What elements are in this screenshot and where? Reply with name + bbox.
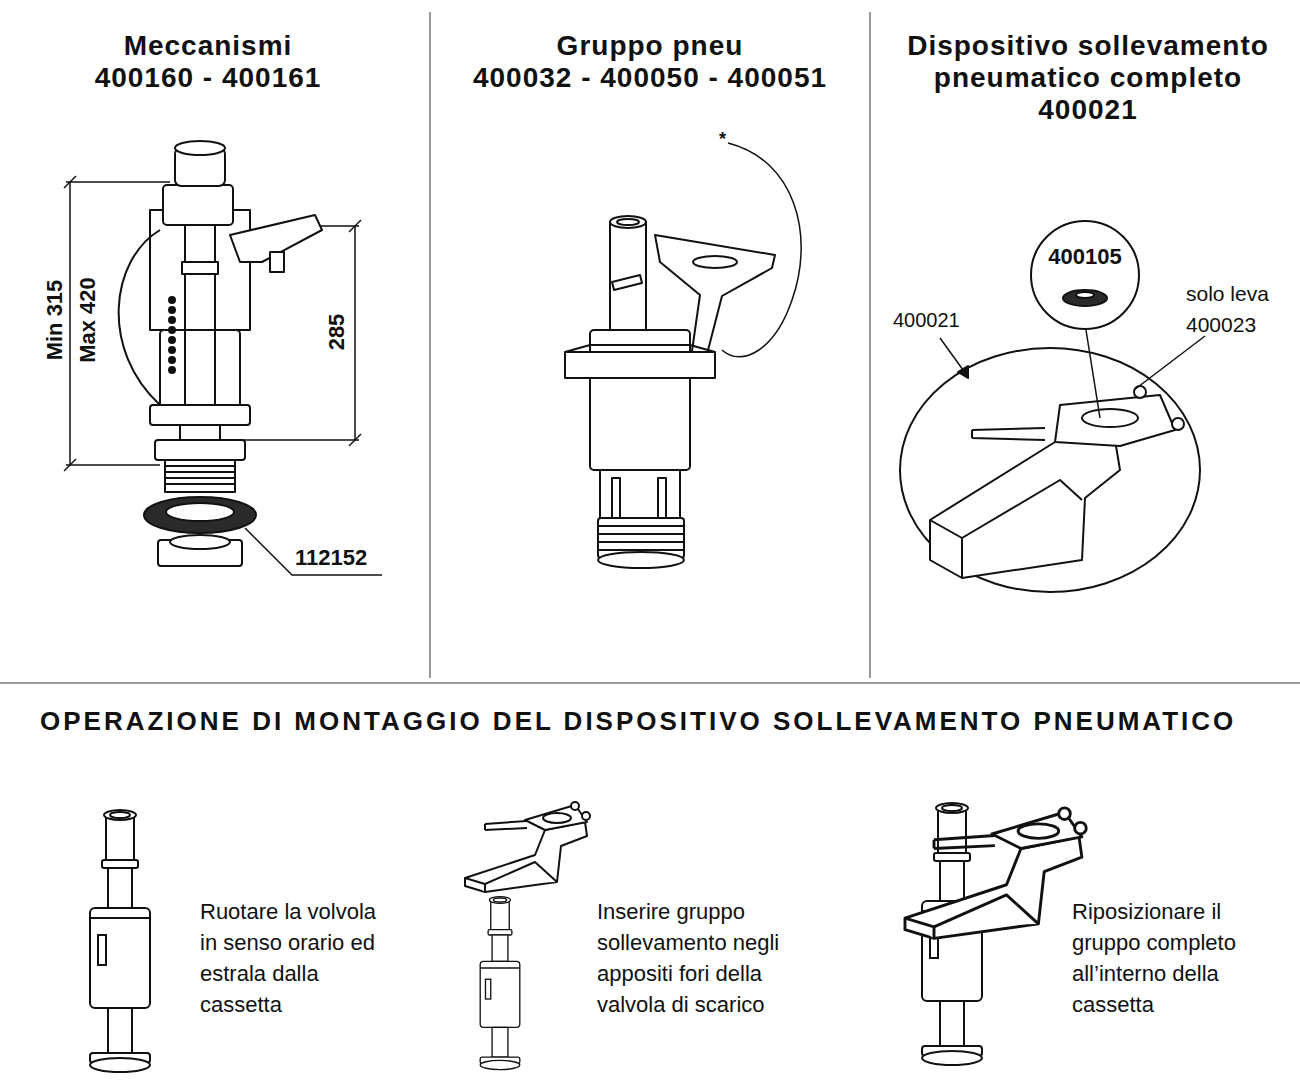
- dimension-lines: [66, 181, 170, 183]
- callout-circle: 400105: [1030, 220, 1140, 330]
- lifting-device-drawing: [1082, 409, 1138, 427]
- step-instruction: Inserire gruppo sollevamento negli appos…: [597, 896, 797, 1020]
- flush-mechanism-drawing: [169, 367, 175, 373]
- dimension-label: Min 315: [42, 280, 68, 361]
- pneumatic-group-drawing: [610, 216, 646, 228]
- pneumatic-group-drawing: [598, 526, 684, 550]
- assembly-step-drawings: [90, 810, 150, 1072]
- lifting-device-drawing: [1076, 292, 1094, 298]
- part-number: 112152: [295, 545, 367, 571]
- lifting-device-drawing: [972, 428, 1045, 440]
- lifting-device-drawing: [1134, 336, 1205, 390]
- lifting-device-drawing: [1172, 418, 1184, 430]
- lifting-device-drawing: [930, 520, 962, 578]
- section-heading: Meccanismi: [8, 30, 408, 62]
- part-number: solo leva 400023: [1186, 278, 1296, 340]
- dimension-lines: [349, 220, 361, 232]
- flush-mechanism-drawing: [169, 337, 175, 343]
- flush-mechanism-drawing: [119, 230, 160, 405]
- pneumatic-group-drawing: [658, 478, 666, 518]
- part-number: 400105: [1048, 244, 1121, 270]
- pneumatic-group-drawing: [565, 345, 715, 352]
- flush-mechanism-drawing: [169, 297, 175, 373]
- flush-mechanism-drawing: [150, 405, 250, 425]
- lifting-device-drawing: [1055, 395, 1175, 446]
- pneumatic-group-drawing: [598, 552, 684, 568]
- note-mark: *: [719, 128, 726, 150]
- section-heading: 400160 - 400161: [8, 62, 408, 94]
- dimension-lines: [240, 439, 359, 441]
- flush-mechanism-drawing: [270, 252, 284, 272]
- lifting-device-drawing: [900, 348, 1200, 592]
- assembly-step-drawings: [465, 802, 590, 892]
- part-number: 400021: [893, 308, 960, 332]
- lifting-device-drawing: [930, 440, 1120, 578]
- divider-lines: [0, 682, 1300, 684]
- flush-mechanism-drawing: [180, 425, 220, 440]
- flush-mechanism-drawing: [169, 307, 175, 313]
- flush-mechanism-drawing: [169, 357, 175, 363]
- section-heading: Dispositivo sollevamento pneumatico comp…: [888, 30, 1288, 94]
- lifting-device-drawing: [1086, 330, 1100, 418]
- flush-mechanism-drawing: [165, 460, 235, 492]
- lifting-device-drawing: [958, 366, 968, 378]
- pneumatic-group-drawing: [610, 222, 646, 332]
- dimension-lines: [349, 434, 361, 446]
- assembly-step-drawings: [905, 808, 1086, 939]
- flush-mechanism-drawing: [182, 262, 218, 274]
- lifting-device-drawing: [1063, 290, 1107, 306]
- flush-mechanism-drawing: [169, 317, 175, 323]
- section-heading: 400021: [888, 94, 1288, 126]
- dimension-label: 285: [324, 314, 350, 351]
- dimension-lines: [66, 464, 160, 466]
- pneumatic-group-drawing: [612, 275, 642, 290]
- flush-mechanism-drawing: [119, 141, 322, 566]
- assembly-step-drawings: [90, 802, 1086, 1072]
- assembly-step-drawings: [480, 897, 520, 1070]
- flush-mechanism-drawing: [170, 535, 230, 549]
- section-heading: 400032 - 400050 - 400051: [440, 62, 860, 94]
- step-instruction: Ruotare la volvola in senso orario ed es…: [200, 896, 385, 1020]
- divider-lines: [429, 12, 431, 678]
- dimension-lines: [320, 225, 359, 227]
- dimension-lines: [64, 459, 76, 471]
- dimension-label: Max 420: [75, 277, 101, 363]
- pneumatic-group-drawing: [612, 478, 620, 518]
- divider-lines: [0, 12, 1300, 683]
- dimension-lines: [64, 176, 382, 575]
- divider-lines: [869, 12, 871, 678]
- pneumatic-group-drawing: [693, 256, 737, 268]
- flush-mechanism-drawing: [144, 497, 256, 533]
- lifting-device-drawing: [962, 480, 1082, 538]
- flush-mechanism-drawing: [165, 466, 235, 484]
- flush-mechanism-drawing: [166, 503, 234, 521]
- step-instruction: Riposizionare il gruppo completo all’int…: [1072, 896, 1272, 1020]
- dimension-lines: [69, 182, 71, 465]
- section-heading: OPERAZIONE DI MONTAGGIO DEL DISPOSITIVO …: [40, 706, 1236, 737]
- flush-mechanism-drawing: [160, 330, 240, 408]
- flush-mechanism-drawing: [169, 297, 175, 303]
- pneumatic-group-drawing: [600, 470, 680, 518]
- section-heading: Gruppo pneu: [440, 30, 860, 62]
- flush-mechanism-drawing: [175, 141, 225, 155]
- pneumatic-group-drawing: [565, 352, 715, 378]
- flush-mechanism-drawing: [163, 185, 233, 225]
- dimension-lines: [245, 528, 382, 575]
- flush-mechanism-drawing: [169, 347, 175, 353]
- dimension-lines: [354, 226, 356, 440]
- flush-mechanism-drawing: [155, 440, 245, 460]
- lifting-device-drawing: [900, 290, 1205, 592]
- pneumatic-group-drawing: [565, 143, 801, 568]
- pneumatic-group-drawing: [617, 219, 639, 225]
- flush-mechanism-drawing: [185, 225, 215, 405]
- dimension-lines: [64, 176, 76, 188]
